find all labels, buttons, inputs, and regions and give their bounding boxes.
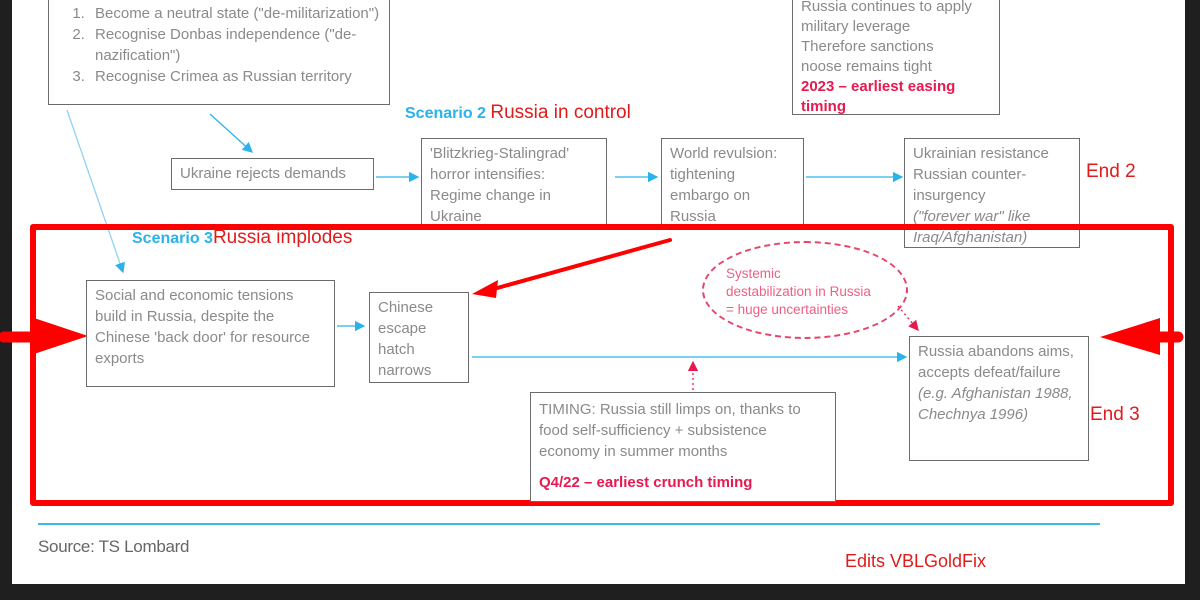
scenario-3-heading: Scenario 3Russia implodes <box>132 227 352 249</box>
sanctions-line: Russia continues to apply <box>801 0 972 15</box>
abandons-note: (e.g. Afghanistan 1988, Chechnya 1996) <box>918 385 1073 423</box>
source-label: Source: TS Lombard <box>38 537 190 556</box>
end-3-label: End 3 <box>1090 404 1140 425</box>
edits-credit: Edits VBLGoldFix <box>845 551 987 571</box>
easing-timing: 2023 – earliest easing timing <box>801 78 956 115</box>
scenario-2-label: Scenario 2 <box>405 105 486 122</box>
blitzkrieg-text: 'Blitzkrieg-Stalingrad' horror intensifi… <box>430 145 570 225</box>
tensions-box: Social and economic tensions build in Ru… <box>86 280 335 387</box>
escape-hatch-box: Chinese escape hatch narrows <box>369 292 469 383</box>
arrow-ellipse-dotted <box>897 305 919 331</box>
arrow-demands-to-rejects <box>209 113 253 153</box>
red-arrow-diagonal <box>488 238 672 292</box>
abandons-box: Russia abandons aims, accepts defeat/fai… <box>909 336 1089 461</box>
demands-box: Become a neutral state ("de-militarizati… <box>48 0 390 105</box>
ukraine-rejects-text: Ukraine rejects demands <box>180 165 346 182</box>
sanctions-line: military leverage <box>801 18 911 35</box>
resistance-text: Ukrainian resistance Russian counter-ins… <box>913 145 1049 204</box>
destabilization-line: = huge uncertainties <box>726 302 848 317</box>
world-revulsion-text: World revulsion: tightening embargo on R… <box>670 145 778 225</box>
crunch-timing: Q4/22 – earliest crunch timing <box>539 474 753 491</box>
arrow-demands-to-tensions <box>66 109 125 274</box>
ukraine-rejects-box: Ukraine rejects demands <box>171 158 374 190</box>
escape-hatch-text: Chinese escape hatch narrows <box>378 299 434 379</box>
destabilization-line: destabilization in Russia <box>726 284 871 299</box>
sanctions-line: Therefore sanctions <box>801 38 934 55</box>
world-revulsion-box: World revulsion: tightening embargo on R… <box>661 138 804 228</box>
end-2-label: End 2 <box>1086 161 1136 182</box>
demand-item: Recognise Donbas independence ("de-nazif… <box>89 24 381 66</box>
footer-rule <box>38 523 1100 525</box>
demand-item: Become a neutral state ("de-militarizati… <box>89 3 381 24</box>
sanctions-line: noose remains tight <box>801 58 932 75</box>
scenario-3-title: Russia implodes <box>212 227 353 248</box>
destabilization-ellipse: Systemic destabilization in Russia = hug… <box>702 241 908 339</box>
demand-item: Recognise Crimea as Russian territory <box>89 66 381 87</box>
scenario-2-heading: Scenario 2 Russia in control <box>405 102 631 124</box>
scenario-3-highlight-frame <box>30 224 1174 506</box>
timing-box: TIMING: Russia still limps on, thanks to… <box>530 392 836 502</box>
destabilization-line: Systemic <box>726 266 781 281</box>
tensions-text: Social and economic tensions build in Ru… <box>95 287 311 367</box>
scenario-3-label: Scenario 3 <box>132 230 213 247</box>
scenario-2-title: Russia in control <box>490 102 631 123</box>
timing-text: TIMING: Russia still limps on, thanks to… <box>539 401 801 460</box>
sanctions-box: Russia continues to apply military lever… <box>792 0 1000 115</box>
blitzkrieg-box: 'Blitzkrieg-Stalingrad' horror intensifi… <box>421 138 607 228</box>
abandons-text: Russia abandons aims, accepts defeat/fai… <box>918 343 1074 381</box>
resistance-note: ("forever war" like Iraq/Afghanistan) <box>913 208 1031 246</box>
